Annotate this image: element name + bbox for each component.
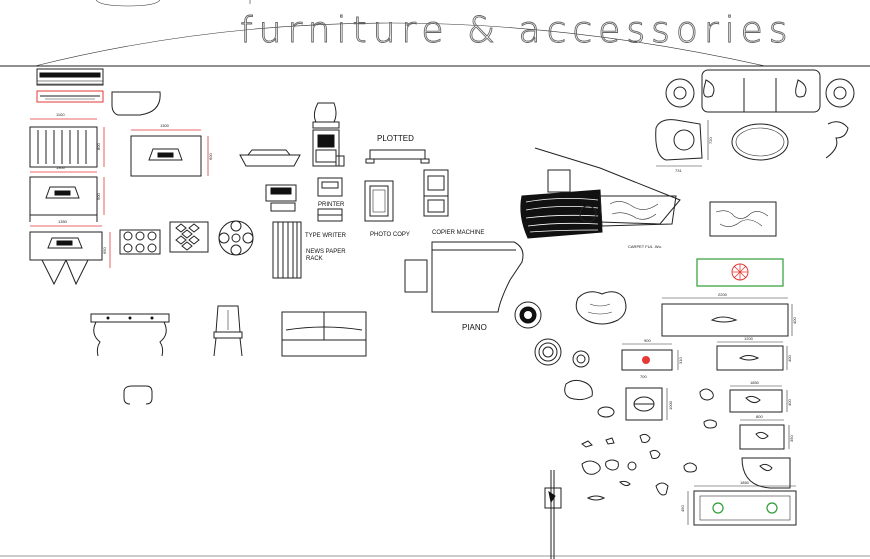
- dim-731: 731: [675, 168, 682, 173]
- label-rack: RACK: [306, 256, 323, 262]
- dim-400-a: 400: [792, 317, 797, 324]
- label-photo-copy: PHOTO COPY: [370, 232, 410, 238]
- dim-500: 500: [96, 193, 101, 200]
- coffee-table-a: 1850 400: [729, 380, 792, 413]
- dim-1850: 1850: [750, 380, 760, 385]
- desk-with-chair-1: 1300 600: [130, 123, 213, 177]
- label-piano: PIANO: [462, 323, 487, 332]
- dim-1300-a: 1300: [160, 123, 170, 128]
- news-paper-rack: NEWS PAPER RACK: [272, 221, 346, 279]
- dim-650: 650: [102, 247, 107, 254]
- lounge-chair-top: [111, 91, 161, 116]
- label-news-paper: NEWS PAPER: [306, 249, 346, 255]
- console-table-elevation: [90, 313, 170, 357]
- sofa-elevation-strip: [36, 68, 104, 86]
- dim-800-b: 800: [756, 414, 763, 419]
- console-table-2200: 2200 400: [661, 292, 797, 337]
- armchair-elevation: [312, 102, 340, 129]
- square-table-1000: 1000: [625, 387, 673, 421]
- desk-with-chair-2: 1300 500: [29, 165, 105, 222]
- dim-400-c: 400: [787, 399, 792, 406]
- sofa-colored-strip: [36, 90, 104, 103]
- curved-stool: [123, 385, 153, 405]
- rock-sketch-2: [699, 388, 714, 401]
- wood-grain-piano: CARPET FUL .Wo.: [520, 147, 681, 249]
- dim-400-b: 400: [787, 355, 792, 362]
- photo-copy: PHOTO COPY: [364, 180, 410, 238]
- sofa-elevation: [281, 311, 367, 357]
- lattice-screen-1: [119, 229, 161, 255]
- coffee-table-b: 800 350: [739, 414, 794, 450]
- ornamental-grille: [218, 220, 254, 256]
- sofa-set-plan: [665, 69, 855, 113]
- slatted-bed: 1100 800: [29, 112, 105, 168]
- armchair-plan: 731 720: [655, 119, 713, 173]
- label-copier-machine: COPIER MACHINE: [432, 230, 484, 236]
- dim-1200: 1200: [744, 336, 754, 341]
- plotted-bench: PLOTTED: [365, 134, 430, 164]
- dim-800: 800: [96, 143, 101, 150]
- dim-1350: 1350: [58, 219, 68, 224]
- label-printer: PRINTER: [318, 202, 345, 208]
- dim-1100: 1100: [56, 112, 65, 117]
- round-ornament-2: [534, 338, 562, 366]
- rock-sketch-3: [703, 419, 717, 429]
- console-table-1200: 1200 400: [716, 336, 792, 371]
- boat-dish: [239, 149, 301, 167]
- dim-450: 450: [680, 505, 685, 512]
- plant-sketch: [825, 121, 849, 159]
- copier-machine: COPIER MACHINE: [423, 169, 484, 236]
- dim-700: 700: [640, 374, 647, 379]
- dim-1000: 1000: [668, 400, 673, 410]
- grand-piano: PIANO: [404, 241, 524, 332]
- floor-lamp: [544, 470, 562, 559]
- side-table-900: 900 310 700: [621, 338, 683, 379]
- dim-1300-b: 1300: [56, 165, 66, 170]
- plotter-machine: [312, 129, 345, 167]
- round-ornament-1: [514, 301, 542, 329]
- sheet-title: furniture & accessories: [240, 10, 794, 51]
- bowl-1: [597, 406, 615, 418]
- rock-sketch-1: [564, 379, 593, 401]
- dim-1850-b: 1850: [740, 480, 750, 485]
- dim-600: 600: [208, 153, 213, 160]
- carpet-sketch: [709, 201, 777, 237]
- round-ornament-3: [572, 350, 590, 368]
- dining-chair-elevation: [213, 305, 243, 357]
- dim-310: 310: [678, 357, 683, 364]
- animal-rug: [575, 291, 627, 325]
- lattice-screen-2: [169, 221, 209, 253]
- dim-350: 350: [789, 435, 794, 442]
- scattered-accessories: [581, 433, 697, 501]
- rug-green-frame: [696, 258, 784, 287]
- type-writer: TYPE WRITER: [270, 202, 347, 239]
- label-carpet: CARPET FUL .Wo.: [628, 244, 662, 249]
- dim-2200: 2200: [718, 292, 728, 297]
- printer: PRINTER: [265, 177, 345, 222]
- label-plotted: PLOTTED: [377, 134, 414, 143]
- corner-table: [741, 457, 791, 489]
- dim-900: 900: [644, 338, 651, 343]
- ornate-table-green: 1850 450: [680, 480, 797, 526]
- oval-table: [731, 123, 789, 161]
- label-type-writer: TYPE WRITER: [305, 233, 347, 239]
- dim-720: 720: [708, 137, 713, 144]
- desk-with-chair-3: 1350 650: [29, 219, 111, 286]
